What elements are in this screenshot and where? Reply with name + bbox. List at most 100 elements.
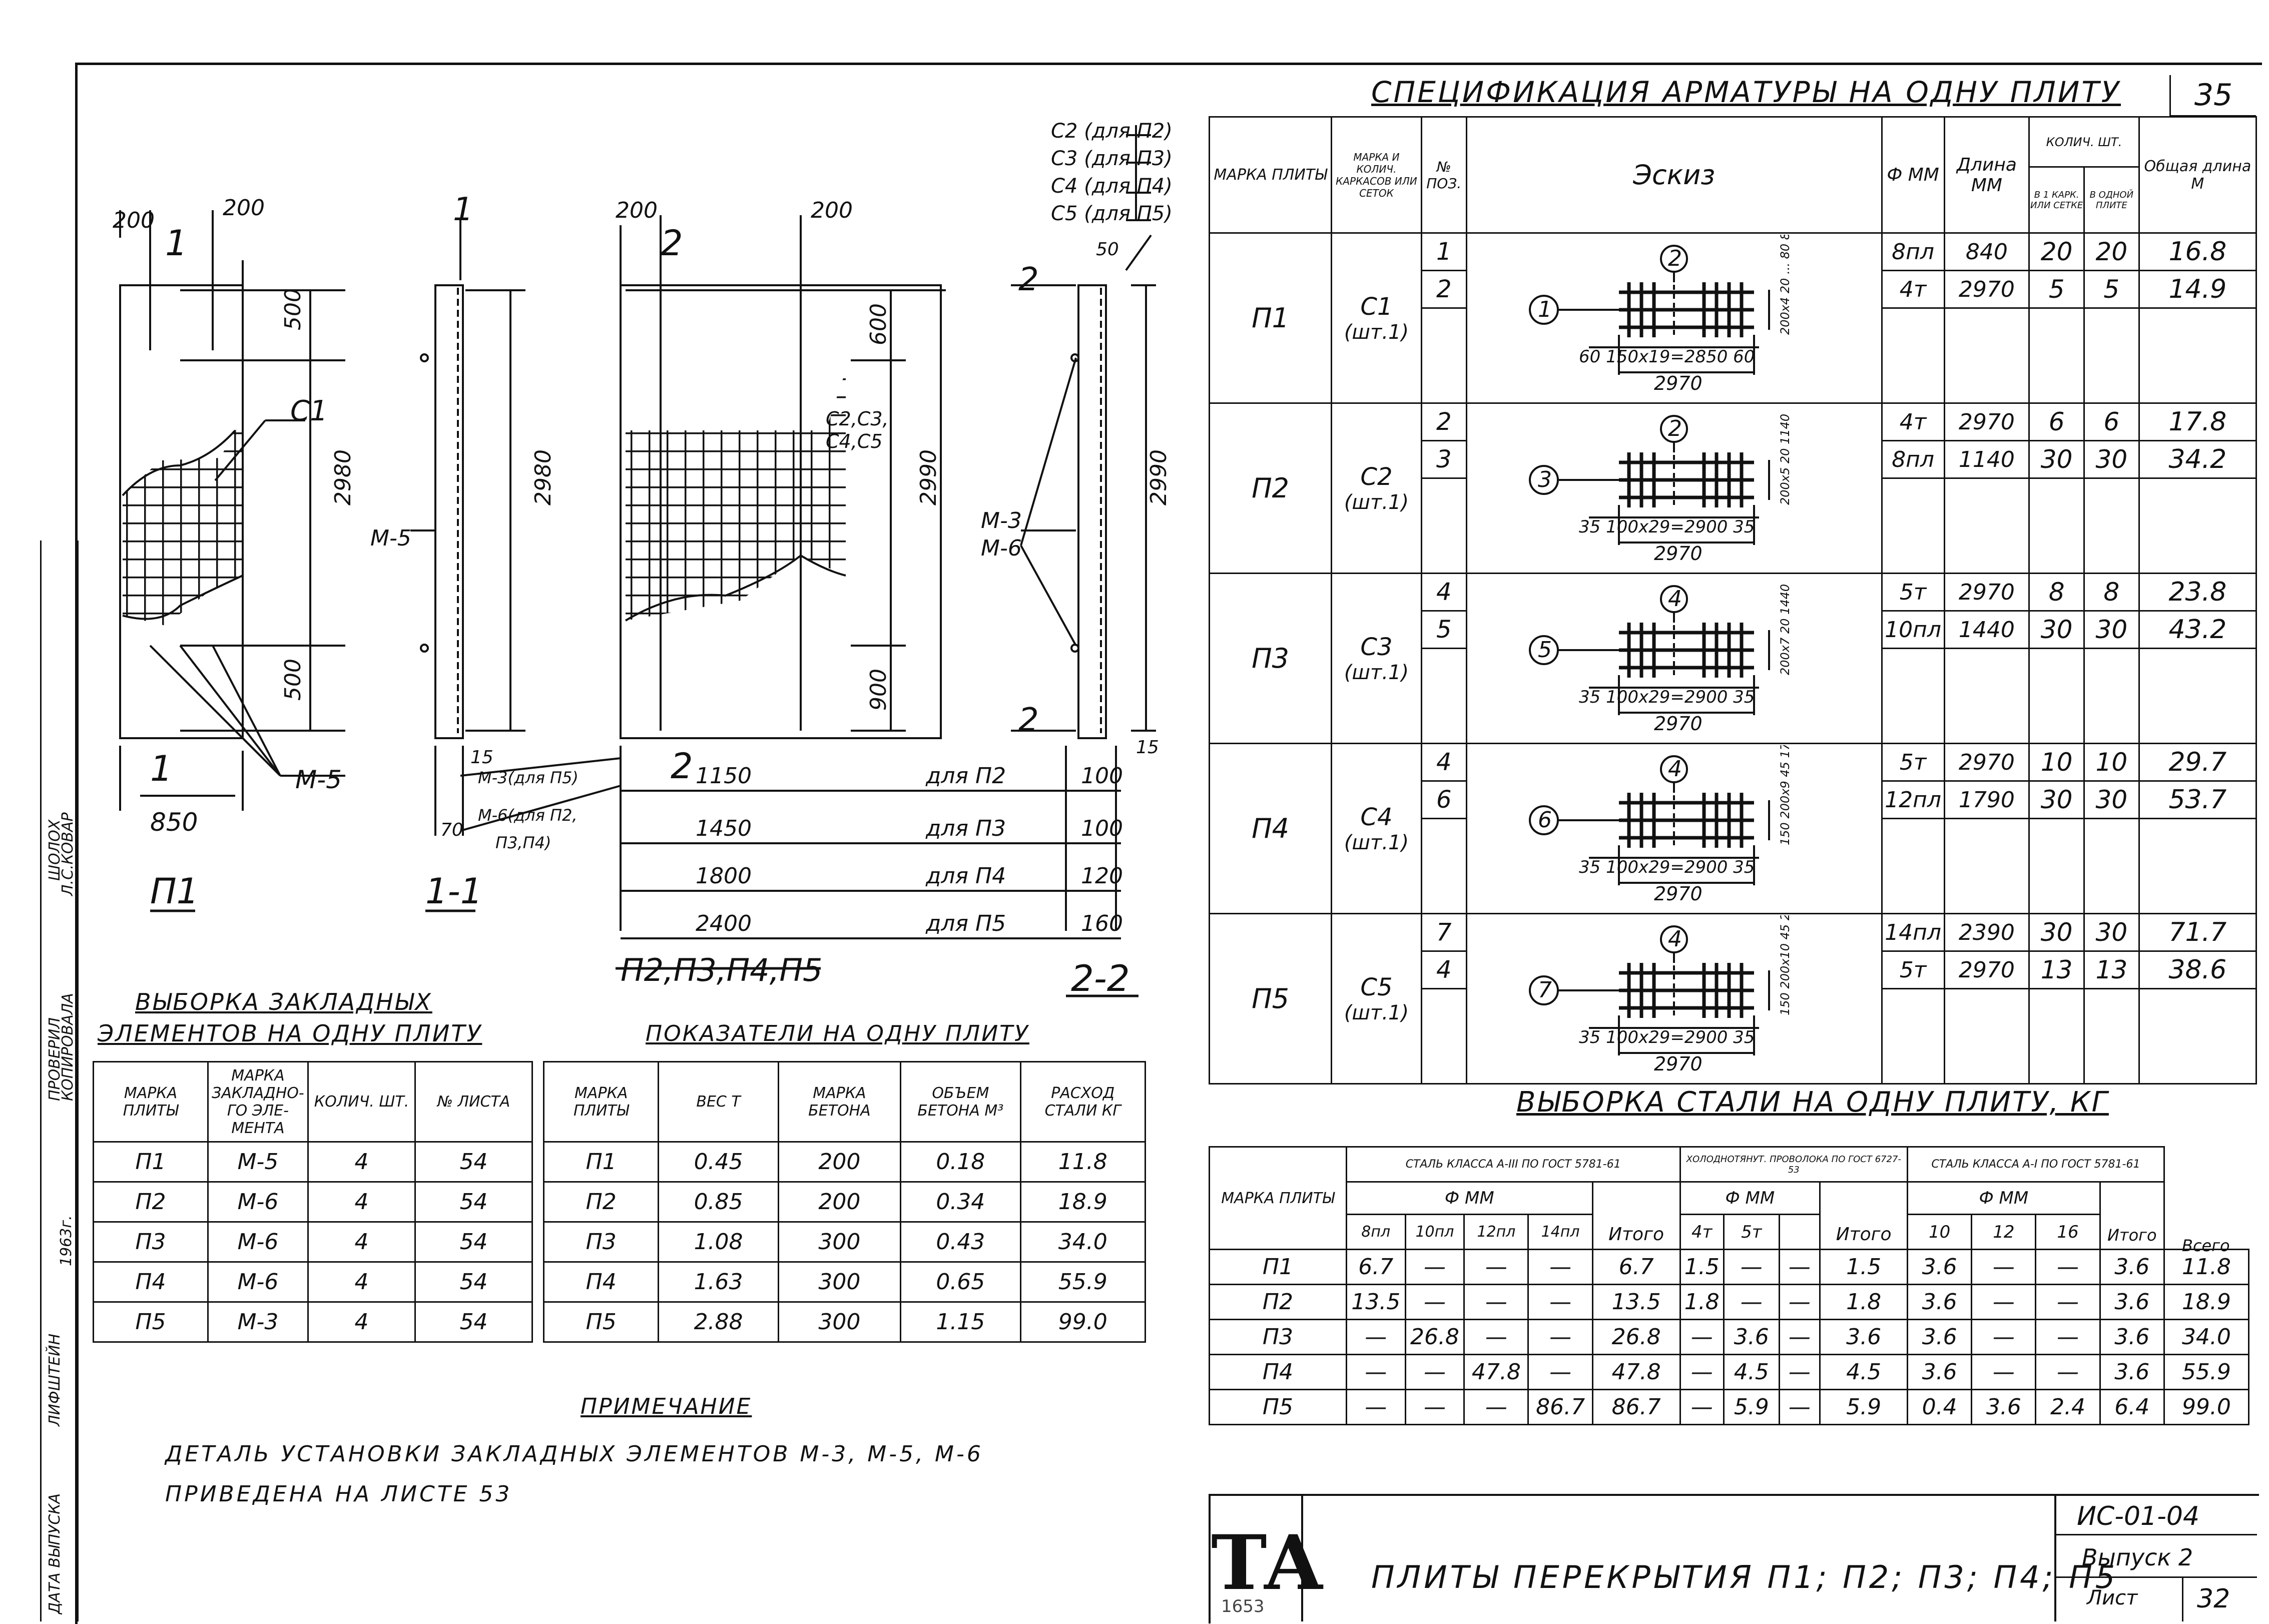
steel-cell: — (2035, 1319, 2101, 1355)
steel-header-vsego: Всего (2182, 1236, 2230, 1255)
s11-dim15: 15 (470, 747, 493, 768)
steel-cell: — (1463, 1389, 1529, 1425)
spec-cell-k2 (2083, 648, 2140, 744)
sketch-circle-pos: 6 (1538, 807, 1552, 833)
spec-karkas-mark: С5 (1360, 973, 1393, 1001)
steel-cell: П2 (1209, 1284, 1347, 1320)
p1-width: 850 (150, 808, 198, 837)
spec-cell-dlina: 1140 (1943, 440, 2030, 479)
spec-karkas-mark: С4 (1360, 803, 1393, 831)
spec-cell-k2 (2083, 477, 2140, 574)
s11-note-2: М-6(для П2, (478, 806, 578, 825)
spec-cell-marka: П1 (1208, 232, 1333, 404)
spec-row (1210, 307, 2257, 404)
s22-note-c3: С3 (для П3) (1051, 147, 1173, 170)
p2-mesh-break (625, 554, 846, 622)
spec-cell-obsh: 17.8 (2138, 402, 2257, 441)
spec-row (1210, 818, 2257, 914)
spec-cell-k2: 30 (2083, 780, 2140, 819)
indicators-cell: 300 (777, 1221, 902, 1263)
spec-cell-k1: 30 (2028, 610, 2085, 649)
indicators-cell: 300 (777, 1301, 902, 1343)
p2-width-value: 1800 (696, 863, 752, 889)
spec-cell-phi: 5т (1881, 573, 1945, 612)
indicators-cell: 1.63 (658, 1261, 779, 1303)
steel-cell: — (1723, 1249, 1780, 1285)
indicators-cell: 0.65 (900, 1261, 1021, 1303)
embedded-cell: П3 (93, 1221, 209, 1263)
p1-dim-top-right: 200 (223, 195, 265, 221)
spec-title: СПЕЦИФИКАЦИЯ АРМАТУРЫ НА ОДНУ ПЛИТУ (1371, 75, 2121, 109)
steel-cell: 3.6 (1907, 1284, 1973, 1320)
p1-section-mark-top: 1 (165, 223, 188, 264)
spec-cell-marka: П3 (1208, 573, 1333, 744)
spec-cell-sketch: 2 3 35 100х29=2900 35 2970 200х5 20 1140 (1465, 402, 1883, 574)
spec-cell-phi (1881, 648, 1945, 744)
p1-mesh-hatch (123, 420, 243, 626)
spec-cell-phi (1881, 988, 1945, 1085)
steel-cell: — (1679, 1319, 1725, 1355)
steel-cell: — (1527, 1249, 1593, 1285)
steel-cell: 2.4 (2035, 1389, 2101, 1425)
spec-cell-k1 (2028, 818, 2085, 914)
spec-header-poz: № ПОЗ. (1420, 116, 1467, 234)
steel-cell: 99.0 (2163, 1389, 2250, 1425)
s22-dim15: 15 (1136, 737, 1159, 758)
indicators-header: ВЕС Т (658, 1061, 779, 1143)
p1-dim-height: 2980 (330, 449, 356, 505)
steel-itogo-3: Итого (2099, 1181, 2165, 1250)
stamp-title: ПЛИТЫ ПЕРЕКРЫТИЯ П1; П2; П3; П4; П5 (1371, 1559, 2118, 1595)
spec-header-karkas: МАРКА И КОЛИЧ. КАРКАСОВ ИЛИ СЕТОК (1331, 116, 1422, 234)
title-stamp (1209, 1494, 2259, 1623)
spec-cell-k2 (2083, 307, 2140, 404)
spec-cell-k2: 10 (2083, 743, 2140, 782)
indicators-cell: П2 (542, 1181, 660, 1223)
sketch-dims: 35 100х29=2900 35 (1579, 687, 1755, 707)
note-line-2: ПРИВЕДЕНА НА ЛИСТЕ 53 (165, 1481, 512, 1507)
stamp-code: ИС-01-04 (2077, 1501, 2200, 1531)
spec-cell-dlina: 2970 (1943, 402, 2030, 441)
s22-outline (1077, 284, 1107, 739)
p2-mesh-label-2: С4,С5 (826, 430, 883, 452)
spec-cell-phi (1881, 477, 1945, 574)
spec-table: МАРКА ПЛИТЫ МАРКА И КОЛИЧ. КАРКАСОВ ИЛИ … (1208, 116, 2257, 1085)
sketch-side: 200х7 20 1440 (1778, 584, 1792, 675)
spec-karkas-mark: С2 (1360, 462, 1393, 491)
spec-header-eskiz: Эскиз (1465, 116, 1883, 234)
spec-cell-k2: 30 (2083, 913, 2140, 952)
spec-karkas-mark: С1 (1360, 292, 1393, 321)
steel-cell: 86.7 (1591, 1389, 1681, 1425)
s22-height: 2990 (1146, 449, 1172, 505)
steel-cell: — (1778, 1354, 1821, 1390)
p1-dim-upper: 500 (280, 288, 306, 330)
steel-cell: — (1404, 1389, 1465, 1425)
embedded-cell: М-6 (207, 1261, 309, 1303)
spec-cell-poz (1420, 988, 1467, 1085)
indicators-cell: 99.0 (1019, 1301, 1147, 1343)
indicators-cell: П3 (542, 1221, 660, 1263)
steel-subhead-phi: 14пл (1527, 1214, 1593, 1250)
steel-cell: 1.8 (1819, 1284, 1909, 1320)
spec-cell-poz: 4 (1420, 573, 1467, 612)
steel-table: МАРКА ПЛИТЫ СТАЛЬ КЛАССА А-III ПО ГОСТ 5… (1209, 1146, 2250, 1425)
spec-cell-k1: 30 (2028, 780, 2085, 819)
steel-cell: — (1778, 1389, 1821, 1425)
spec-cell-karkas: С5(шт.1) (1331, 913, 1422, 1085)
sketch-circle-pos: 3 (1538, 467, 1552, 492)
embedded-cell: 54 (414, 1221, 533, 1263)
note-title: ПРИМЕЧАНИЕ (581, 1394, 752, 1419)
s11-note-3: П3,П4) (495, 833, 551, 852)
embedded-cell: 4 (307, 1301, 416, 1343)
embedded-cell: 4 (307, 1261, 416, 1303)
